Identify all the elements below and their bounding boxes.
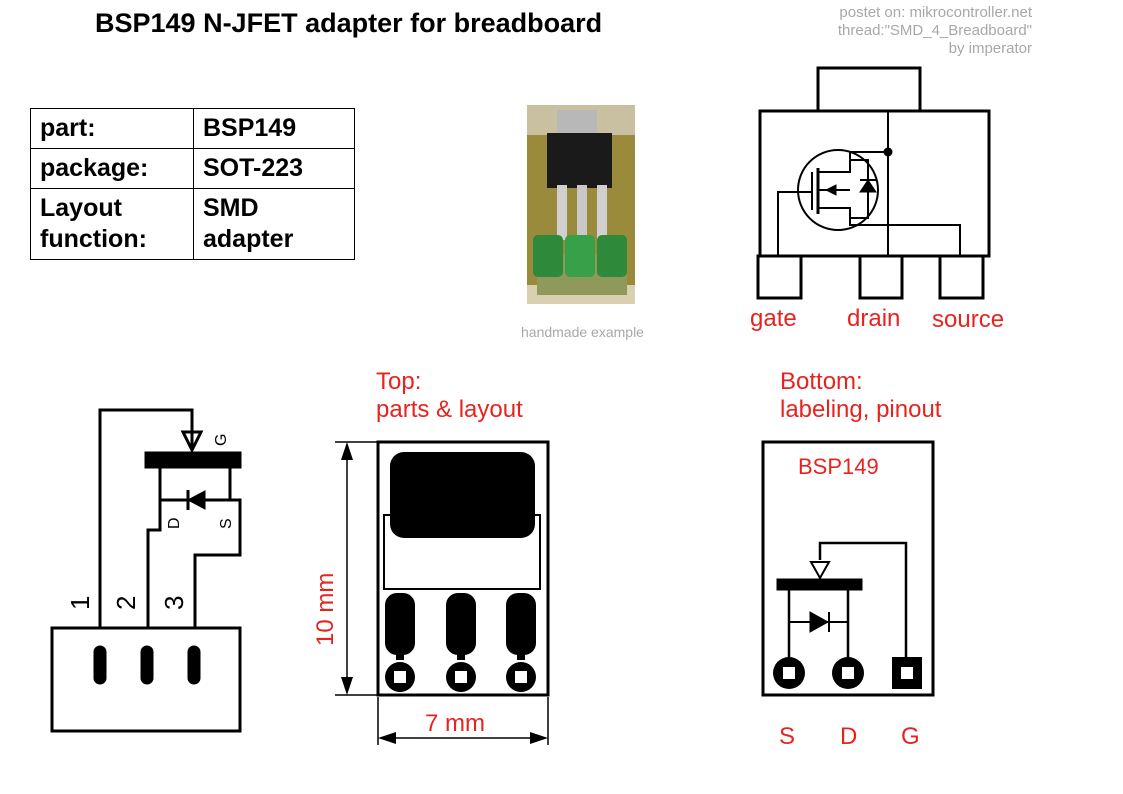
top-heading: Top:	[376, 368, 422, 395]
bottom-pin-g: G	[901, 723, 920, 750]
table-value: SMD adapter	[193, 188, 355, 260]
credit-line: by imperator	[948, 40, 1032, 57]
table-key: part:	[30, 108, 194, 149]
gate-letter: G	[213, 433, 230, 446]
table-row: part: BSP149	[30, 108, 355, 149]
pcb-bottom-drawing	[761, 440, 935, 697]
table-value: BSP149	[193, 108, 355, 149]
bottom-subheading: labeling, pinout	[780, 396, 942, 423]
height-dimension-label: 10 mm	[312, 572, 339, 646]
table-value: SOT-223	[193, 148, 355, 189]
pin-label-drain: drain	[847, 305, 901, 332]
bottom-pin-d: D	[840, 723, 858, 750]
credit-line: postet on: mikrocontroller.net	[839, 4, 1032, 21]
bottom-pin-s: S	[779, 723, 796, 750]
page-title: BSP149 N-JFET adapter for breadboard	[95, 8, 603, 38]
credit-line: thread:"SMD_4_Breadboard"	[837, 22, 1032, 39]
drain-letter: D	[166, 517, 183, 529]
bottom-heading: Bottom:	[780, 368, 863, 395]
top-subheading: parts & layout	[376, 396, 523, 423]
width-dimension-label: 7 mm	[425, 710, 485, 737]
sot223-package-drawing	[756, 66, 991, 300]
pin-label-source: source	[932, 306, 1005, 333]
schematic-pinout	[50, 408, 242, 733]
photo-caption: handmade example	[521, 324, 644, 340]
handmade-example-photo	[527, 105, 635, 304]
table-row: Layout function: SMD adapter	[30, 188, 355, 260]
table-row: package: SOT-223	[30, 148, 355, 189]
table-key: package:	[30, 148, 194, 189]
info-table: part: BSP149 package: SOT-223 Layout fun…	[30, 108, 355, 260]
pin-number-2: 2	[111, 595, 141, 610]
pcb-top-drawing	[335, 440, 550, 745]
pin-number-3: 3	[159, 595, 189, 610]
source-letter: S	[218, 518, 235, 529]
credit-note: postet on: mikrocontroller.net thread:"S…	[712, 4, 1032, 58]
bottom-part-label: BSP149	[798, 454, 879, 479]
pin-label-gate: gate	[750, 305, 797, 332]
pin-number-1: 1	[65, 595, 95, 610]
